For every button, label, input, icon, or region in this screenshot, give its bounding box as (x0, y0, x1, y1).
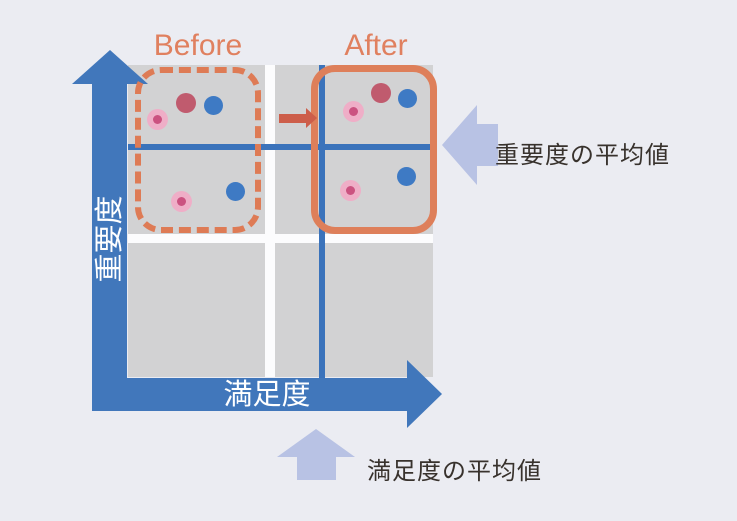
importance-average-arrow-tail (477, 124, 498, 166)
satisfaction-average-arrow-tail (297, 457, 336, 480)
quadrant-divider-horizontal (128, 234, 433, 243)
importance-average-label: 重要度の平均値 (495, 142, 670, 169)
satisfaction-average-arrow-icon (277, 429, 355, 457)
y-axis (92, 84, 127, 411)
before-group-box (135, 67, 261, 233)
before-title: Before (153, 29, 243, 62)
x-axis (92, 378, 407, 411)
satisfaction-average-label: 満足度の平均値 (367, 458, 542, 485)
after-title: After (344, 29, 408, 62)
move-arrow-head-icon (306, 108, 317, 128)
importance-average-line (128, 144, 433, 150)
y-axis-arrowhead-icon (72, 50, 148, 84)
y-axis-label: 重要度 (94, 195, 126, 283)
move-arrow (279, 114, 306, 123)
satisfaction-average-line (319, 65, 325, 411)
x-axis-label: 満足度 (223, 379, 311, 411)
x-axis-arrowhead-icon (407, 360, 442, 428)
quadrant-divider-vertical (265, 65, 275, 377)
after-group-box (311, 65, 437, 234)
importance-average-arrow-icon (442, 105, 477, 185)
